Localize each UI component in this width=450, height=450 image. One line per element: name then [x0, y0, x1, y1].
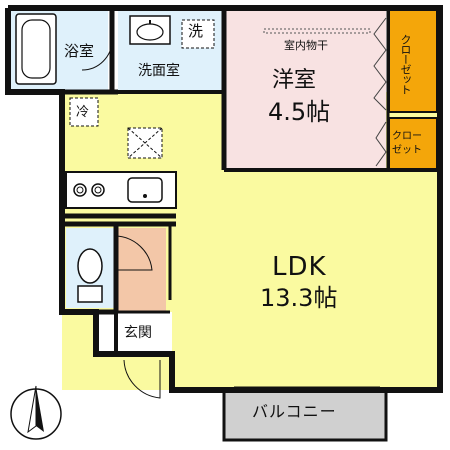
label-drying: 室内物干 [284, 39, 328, 52]
label-entrance: 玄関 [124, 325, 152, 341]
closet-large [388, 9, 438, 113]
toilet-icon [77, 248, 103, 303]
north-arrow-icon [10, 385, 62, 440]
entrance-area [116, 312, 172, 354]
stove-icon [73, 183, 105, 197]
doors [81, 39, 161, 399]
label-balcony: バルコニー [252, 402, 337, 421]
label-closet-large: クローゼット [399, 34, 412, 94]
balcony-window [234, 386, 380, 393]
label-bath: 浴室 [64, 42, 95, 60]
balcony-area [222, 388, 388, 442]
sink-icon [127, 177, 163, 203]
bathtub-icon [15, 13, 57, 85]
drying-rod [263, 28, 371, 34]
label-ldk-name: LDK [272, 252, 327, 282]
bedroom-area [224, 8, 386, 170]
closet-small [388, 117, 438, 171]
fridge-space [69, 97, 99, 127]
washbasin-icon [129, 15, 171, 45]
skylight-icon [127, 127, 163, 159]
label-closet-small-1: クロー [392, 131, 422, 142]
label-ldk-size: 13.3帖 [260, 284, 338, 312]
label-bedroom-name: 洋室 [272, 68, 317, 93]
label-washer: 洗 [188, 22, 204, 40]
label-closet-small-2: ゼット [392, 145, 422, 156]
washer-space [181, 19, 215, 49]
label-fridge: 冷 [76, 105, 90, 120]
closet-door-small [375, 121, 387, 167]
label-bedroom-size: 4.5帖 [268, 98, 331, 126]
closet-door-large [373, 17, 387, 111]
label-washroom: 洗面室 [138, 63, 180, 79]
walls [5, 5, 443, 393]
